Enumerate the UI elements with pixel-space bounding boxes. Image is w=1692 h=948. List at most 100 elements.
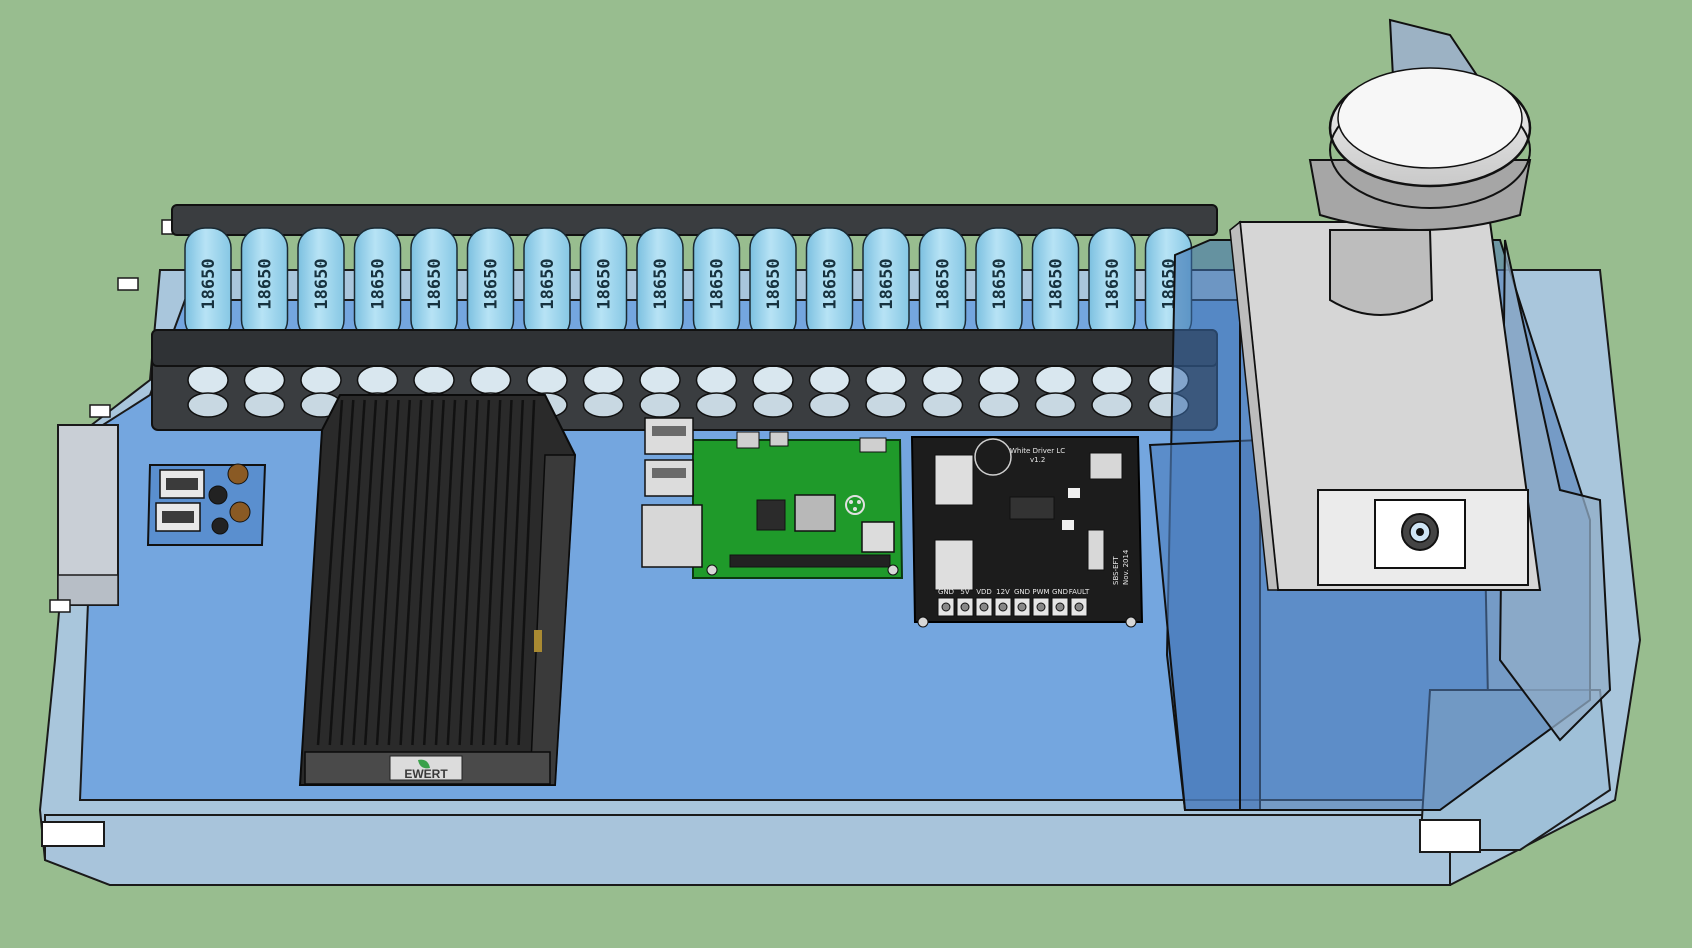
led-driver-board: White Driver LC v1.2 SBS-EFT Nov. 2014 G… <box>910 436 1144 628</box>
cell-end-cap <box>300 365 342 395</box>
heatsink-fin <box>446 399 468 746</box>
lens-icon <box>1401 513 1439 551</box>
cell-end-cap <box>1034 365 1077 395</box>
battery-cell-icon: 18650 <box>523 227 571 341</box>
cell-end-cap <box>752 365 794 395</box>
battery-cell-icon: 18650 <box>1031 227 1080 341</box>
battery-cell-icon: 18650 <box>749 227 797 341</box>
driver-board-credit: SBS-EFT <box>1112 556 1120 585</box>
battery-cell-icon: 18650 <box>297 227 345 341</box>
cell-label: 18650 <box>1047 258 1067 309</box>
cell-label: 18650 <box>256 258 276 309</box>
battery-cell-icon: 18650 <box>240 227 289 341</box>
cell-label: 18650 <box>990 258 1010 309</box>
battery-cell-icon: 18650 <box>692 227 741 341</box>
cell-end-cap <box>695 365 738 395</box>
heatsink-fin <box>340 399 366 746</box>
heatsink-fin <box>493 399 513 746</box>
terminal-label: GND <box>1052 588 1068 596</box>
terminal-screw-head <box>1036 602 1046 612</box>
cell-label: 18650 <box>369 258 389 309</box>
usb-port-icon <box>644 417 694 455</box>
heatsink-fin <box>375 399 400 746</box>
cell-end-cap <box>865 392 907 418</box>
raspberry-logo-icon <box>845 495 865 515</box>
heatsink-fin <box>470 399 491 746</box>
heatsink-fin <box>328 399 355 746</box>
cell-label: 18650 <box>482 258 502 309</box>
cell-label: 18650 <box>199 258 219 309</box>
battery-cell-icon: 18650 <box>466 227 515 341</box>
usb-port-icon <box>159 469 205 499</box>
cell-end-cap <box>921 392 964 418</box>
battery-cell-icon: 18650 <box>918 227 967 341</box>
leaf-logo-icon <box>389 755 463 781</box>
usb-port-icon <box>155 502 201 532</box>
cell-end-cap <box>865 365 907 395</box>
cell-end-cap <box>187 392 229 418</box>
cell-end-cap <box>978 392 1020 418</box>
cell-end-cap <box>1091 365 1133 395</box>
terminal-screw-head <box>1017 602 1027 612</box>
terminal-screw-head <box>1055 602 1065 612</box>
heatsink-fin <box>387 399 412 746</box>
heatsink-computer: EWERT <box>298 394 577 786</box>
heatsink-fin <box>399 399 423 746</box>
heatsink-fin <box>363 399 389 746</box>
heatsink-fin <box>316 399 344 746</box>
cell-end-cap <box>921 365 964 395</box>
battery-cell-icon: 18650 <box>1088 227 1136 341</box>
cell-end-cap <box>978 365 1020 395</box>
cell-end-cap <box>356 365 399 395</box>
usb-buck-module <box>146 463 267 546</box>
heatsink-fin <box>422 399 445 746</box>
heatsink-fin <box>434 399 457 746</box>
driver-board-title: White Driver LC <box>1010 447 1065 455</box>
battery-cell-icon: 18650 <box>805 227 854 341</box>
cell-end-cap <box>1034 392 1077 418</box>
heatsink-fin <box>505 399 525 746</box>
cell-end-cap <box>469 365 512 395</box>
cell-label: 18650 <box>312 258 332 309</box>
driver-board-date: Nov. 2014 <box>1122 549 1130 585</box>
cell-end-cap <box>695 392 738 418</box>
battery-cell-icon: 18650 <box>636 227 684 341</box>
cell-end-cap <box>526 365 568 395</box>
cell-label: 18650 <box>1103 258 1123 309</box>
cell-end-cap <box>413 365 455 395</box>
battery-cell-icon: 18650 <box>975 227 1023 341</box>
heatsink-fin <box>411 399 434 746</box>
heatsink-logo-text: EWERT <box>404 767 448 781</box>
heatsink-fin <box>458 399 479 746</box>
cell-label: 18650 <box>425 258 445 309</box>
battery-cell-icon: 18650 <box>353 227 402 341</box>
usb-port-icon <box>644 459 694 497</box>
battery-cell-icon: 18650 <box>579 227 628 341</box>
terminal-screw-head <box>1074 602 1084 612</box>
cell-end-cap <box>1091 392 1133 418</box>
cell-label: 18650 <box>934 258 954 309</box>
cell-end-cap <box>639 392 681 418</box>
cell-label: 18650 <box>708 258 728 309</box>
terminal-screw-head <box>960 602 970 612</box>
cell-end-cap <box>243 365 286 395</box>
ethernet-port <box>641 504 703 568</box>
cell-end-cap <box>243 392 286 418</box>
cell-label: 18650 <box>821 258 841 309</box>
cell-label: 18650 <box>595 258 615 309</box>
battery-cell-icon: 18650 <box>862 227 910 341</box>
terminal-screw-head <box>941 602 951 612</box>
cell-end-cap <box>808 392 851 418</box>
cell-label: 18650 <box>764 258 784 309</box>
terminal-screw-head <box>998 602 1008 612</box>
terminal-label: 5V <box>960 588 969 596</box>
driver-board-version: v1.2 <box>1030 456 1045 464</box>
terminal-label: PWM <box>1032 588 1049 596</box>
battery-cell-icon: 18650 <box>410 227 458 341</box>
lamp-head <box>1308 67 1532 316</box>
heatsink-fins <box>316 399 536 746</box>
terminal-screw-head <box>979 602 989 612</box>
